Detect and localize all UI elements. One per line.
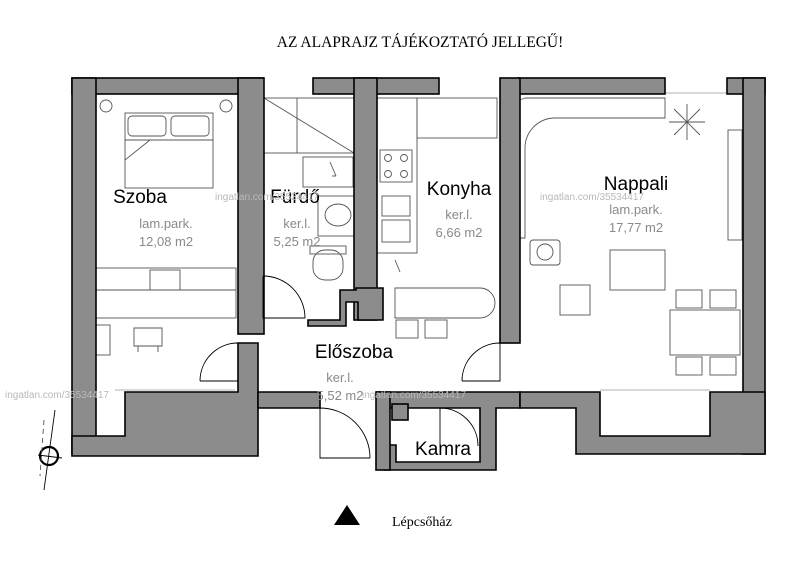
entrance-arrow-icon xyxy=(334,505,360,525)
north-arrow-icon xyxy=(37,409,63,491)
room-kamra: Kamra xyxy=(415,439,471,460)
room-eloszoba: Előszoba ker.l. 5,52 m2 xyxy=(315,342,394,403)
room-area: 12,08 m2 xyxy=(139,234,193,249)
room-name: Fürdő xyxy=(270,187,320,208)
room-area: 6,66 m2 xyxy=(436,225,483,240)
room-furdo: Fürdő ker.l. 5,25 m2 xyxy=(270,187,320,249)
room-name: Nappali xyxy=(604,174,668,195)
kitchen-fixtures xyxy=(376,97,498,339)
desk xyxy=(95,267,237,356)
room-floor: lam.park. xyxy=(139,216,192,231)
room-konyha: Konyha ker.l. 6,66 m2 xyxy=(427,179,492,240)
room-floor: lam.park. xyxy=(609,202,662,217)
room-name: Előszoba xyxy=(315,342,394,363)
watermark: ingatlan.com/35534417 xyxy=(5,390,109,401)
entrance-label: Lépcsőház xyxy=(392,515,452,530)
room-floor: ker.l. xyxy=(326,370,353,385)
room-szoba: Szoba lam.park. 12,08 m2 xyxy=(113,187,193,249)
entrance: Lépcsőház xyxy=(334,505,452,530)
living-fixtures xyxy=(502,97,743,376)
room-area: 17,77 m2 xyxy=(609,220,663,235)
watermark: ingatlan.com/35534417 xyxy=(540,192,644,203)
watermark: ingatlan.com/35534417 xyxy=(215,192,319,203)
room-floor: ker.l. xyxy=(445,207,472,222)
room-nappali: Nappali lam.park. 17,77 m2 xyxy=(604,174,668,235)
bed xyxy=(99,99,233,189)
snowflake-icon xyxy=(669,104,705,140)
walls xyxy=(71,77,766,471)
room-name: Konyha xyxy=(427,179,492,200)
room-floor: ker.l. xyxy=(283,216,310,231)
room-area: 5,25 m2 xyxy=(274,234,321,249)
doors xyxy=(199,275,501,459)
room-name: Szoba xyxy=(113,187,167,208)
watermark: ingatlan.com/35534417 xyxy=(362,390,466,401)
room-area: 5,52 m2 xyxy=(317,388,364,403)
room-name: Kamra xyxy=(415,439,471,460)
plan-disclaimer: AZ ALAPRAJZ TÁJÉKOZTATÓ JELLEGŰ! xyxy=(277,34,564,51)
